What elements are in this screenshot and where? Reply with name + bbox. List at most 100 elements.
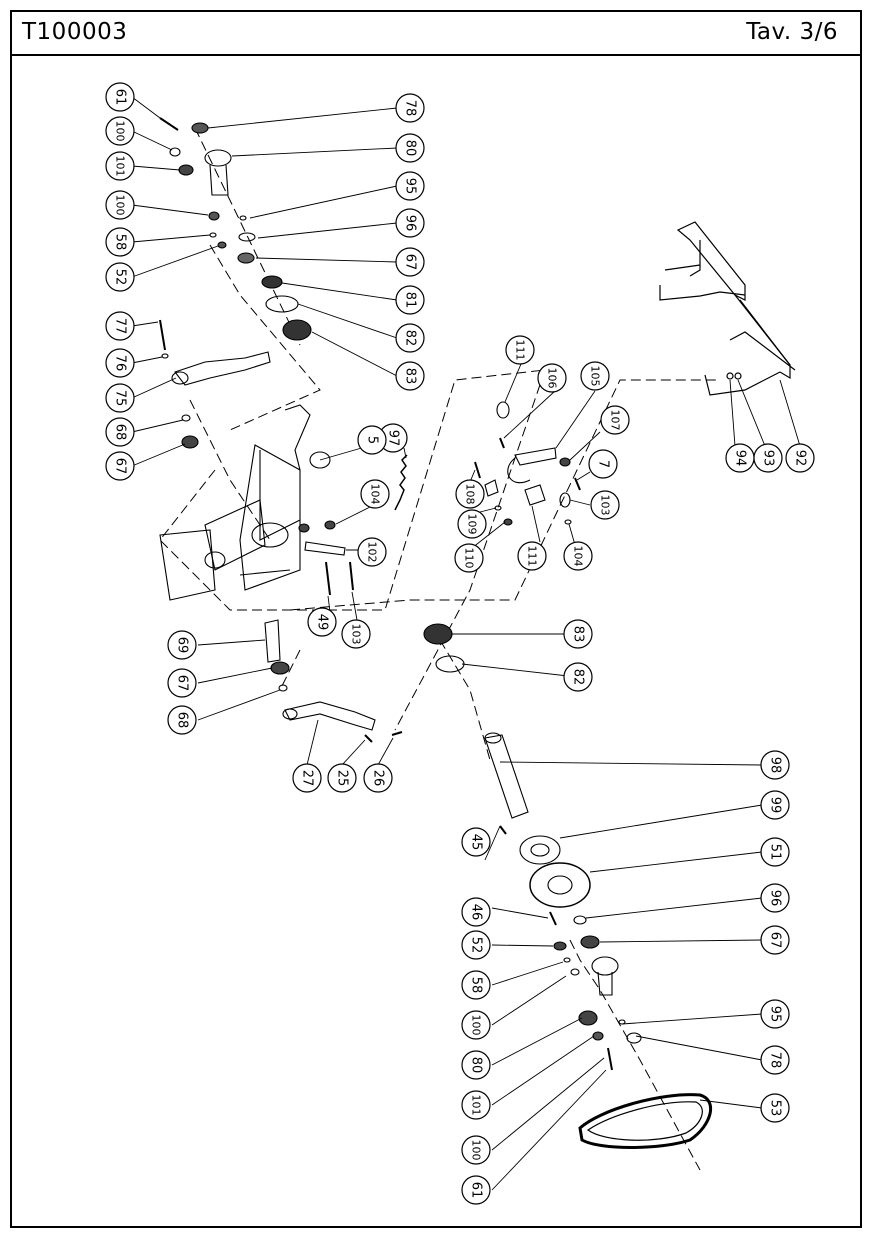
callout-number: 100 <box>470 1015 483 1036</box>
part-callout: 76 <box>105 348 135 378</box>
part-callout: 52 <box>105 262 135 292</box>
callout-number: 102 <box>366 542 379 563</box>
callout-circle <box>105 311 135 341</box>
callout-number: 7 <box>596 460 611 468</box>
drawing-frame <box>10 10 862 1228</box>
callout-circle <box>760 883 790 913</box>
callout-number: 111 <box>514 340 527 361</box>
callout-number: 68 <box>113 424 128 441</box>
spring <box>394 454 408 511</box>
part-callout: 111 <box>517 541 547 571</box>
part-callout: 93 <box>753 443 783 473</box>
callout-number: 25 <box>335 770 350 787</box>
callout-number: 45 <box>469 834 484 851</box>
callout-number: 83 <box>403 368 418 385</box>
callout-circle <box>395 171 425 201</box>
part-callout: 78 <box>395 93 425 123</box>
callout-number: 58 <box>113 234 128 251</box>
callout-number: 68 <box>175 712 190 729</box>
callout-number: 61 <box>469 1182 484 1199</box>
part-callout: 105 <box>580 361 610 391</box>
callout-number: 97 <box>386 430 401 447</box>
callout-circle <box>363 763 393 793</box>
part-callout: 110 <box>454 543 484 573</box>
callout-circle <box>167 630 197 660</box>
callout-number: 103 <box>599 495 612 516</box>
upper-lever <box>159 319 271 449</box>
part-callout: 61 <box>105 82 135 112</box>
part-callout: 5 <box>357 425 387 455</box>
callout-number: 93 <box>761 450 776 467</box>
callout-number: 61 <box>113 89 128 106</box>
callout-circle <box>357 425 387 455</box>
callout-number: 67 <box>768 932 783 949</box>
part-callout: 104 <box>563 541 593 571</box>
callout-circle <box>105 151 135 181</box>
callout-circle <box>395 247 425 277</box>
callout-number: 27 <box>300 770 315 787</box>
callout-number: 78 <box>768 1052 783 1069</box>
part-callout: 61 <box>461 1175 491 1205</box>
callout-number: 83 <box>571 626 586 643</box>
callout-number: 82 <box>571 669 586 686</box>
callout-number: 100 <box>114 121 127 142</box>
callout-circle <box>760 790 790 820</box>
part-callout: 104 <box>360 479 390 509</box>
part-callout: 100 <box>461 1010 491 1040</box>
title-block: T100003 Tav. 3/6 <box>10 10 862 56</box>
callout-number: 58 <box>469 977 484 994</box>
part-callout: 80 <box>395 133 425 163</box>
callout-circle <box>563 541 593 571</box>
callout-circle <box>105 116 135 146</box>
callout-circle <box>461 827 491 857</box>
callout-circle <box>461 1090 491 1120</box>
callout-number: 104 <box>369 484 382 505</box>
part-callout: 94 <box>725 443 755 473</box>
callout-circle <box>760 1093 790 1123</box>
callout-number: 49 <box>315 614 330 631</box>
callout-number: 53 <box>768 1100 783 1117</box>
part-callout: 27 <box>292 763 322 793</box>
callout-number: 51 <box>768 844 783 861</box>
callout-circle <box>461 1050 491 1080</box>
callout-number: 77 <box>113 318 128 335</box>
lower-shaft-group <box>423 623 642 1071</box>
callout-circle <box>785 443 815 473</box>
callout-number: 94 <box>733 450 748 467</box>
callout-circle <box>357 537 387 567</box>
callout-circle <box>454 543 484 573</box>
part-callout: 83 <box>395 361 425 391</box>
part-callout: 102 <box>357 537 387 567</box>
part-callout: 109 <box>457 509 487 539</box>
callout-circle <box>461 930 491 960</box>
table-number: Tav. 3/6 <box>746 19 838 45</box>
callout-number: 98 <box>768 757 783 774</box>
right-frame <box>659 221 796 396</box>
callout-circle <box>760 999 790 1029</box>
part-callout: 67 <box>760 925 790 955</box>
callout-circle <box>760 925 790 955</box>
callout-number: 106 <box>546 368 559 389</box>
callout-circle <box>360 479 390 509</box>
part-callout: 26 <box>363 763 393 793</box>
callout-circle <box>105 451 135 481</box>
part-callout: 80 <box>461 1050 491 1080</box>
callout-number: 101 <box>114 156 127 177</box>
part-callout: 111 <box>505 335 535 365</box>
callout-circle <box>563 619 593 649</box>
callout-circle <box>580 361 610 391</box>
callout-number: 80 <box>469 1057 484 1074</box>
callout-circle <box>505 335 535 365</box>
part-callout: 103 <box>341 619 371 649</box>
assembly-axes <box>159 127 720 1171</box>
callout-number: 109 <box>466 514 479 535</box>
callout-number: 52 <box>469 937 484 954</box>
callout-number: 107 <box>609 410 622 431</box>
part-callout: 68 <box>105 417 135 447</box>
part-callout: 81 <box>395 285 425 315</box>
callout-circle <box>395 133 425 163</box>
callout-circle <box>517 541 547 571</box>
callout-number: 67 <box>113 458 128 475</box>
callout-circle <box>760 1045 790 1075</box>
